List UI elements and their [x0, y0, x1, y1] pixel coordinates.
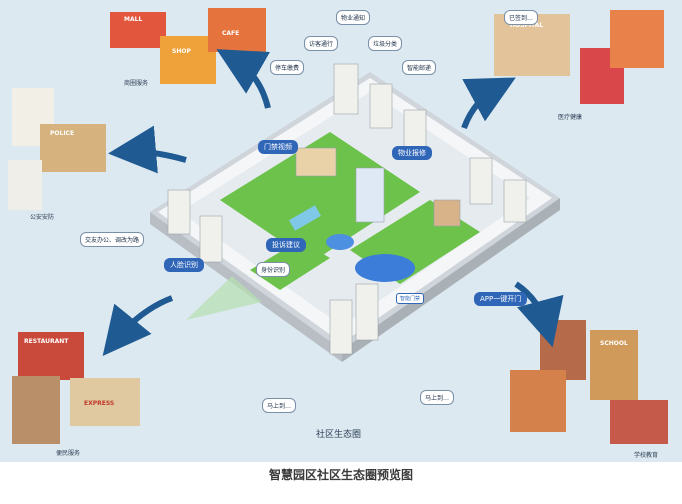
label-app-unlock: APP一键开门	[474, 292, 528, 306]
service-label-security: 公安安防	[30, 214, 55, 221]
face-scan-beam	[186, 276, 262, 320]
sign-hospital: HOSPITAL	[510, 22, 544, 29]
community-platform	[150, 72, 560, 362]
feature-visitor-pass: 访客通行	[304, 36, 339, 51]
service-label-commerce: 商圈服务	[124, 80, 149, 87]
commerce-cluster	[110, 8, 266, 84]
bubble-face-person: 身份识别	[256, 262, 291, 277]
service-label-education: 学校教育	[634, 452, 659, 459]
bubble-car-person: 马上到…	[420, 390, 455, 405]
sign-police: POLICE	[50, 130, 75, 137]
feature-property-notice: 物业通知	[336, 10, 371, 25]
bubble-security-person: 交友办公、调改为路	[80, 232, 145, 247]
sign-mall: MALL	[124, 16, 143, 23]
label-complaint: 投诉建议	[266, 238, 306, 252]
education-cluster	[510, 320, 668, 444]
sign-restaurant: RESTAURANT	[24, 338, 69, 345]
security-cluster	[8, 88, 106, 210]
feature-parking-pay: 停车缴费	[270, 60, 305, 75]
feature-smart-post: 智能邮递	[402, 60, 437, 75]
feature-garbage: 垃圾分类	[368, 36, 403, 51]
sign-shop: SHOP	[172, 48, 191, 55]
community-ecosystem-diagram: MALL SHOP CAFE HOSPITAL POLICE RESTAURAN…	[0, 0, 682, 462]
diagram-canvas	[8, 8, 668, 444]
service-label-medical: 医疗健康	[558, 114, 583, 121]
convenience-cluster	[12, 332, 140, 444]
bubble-delivery: 马上到…	[262, 398, 297, 413]
sign-cafe: CAFE	[222, 30, 240, 37]
label-property-repair: 物业报修	[392, 146, 432, 160]
center-label: 社区生态圈	[316, 430, 362, 440]
figure-caption: 智慧园区社区生态圈预览图	[268, 468, 413, 482]
platform-buildings	[167, 63, 527, 355]
bubble-hospital-person: 已签到…	[504, 10, 539, 25]
label-face-recognition: 人脸识别	[164, 258, 204, 272]
label-access-control: 门禁视频	[258, 140, 298, 154]
sign-express: EXPRESS	[84, 400, 115, 407]
flow-arrows	[102, 49, 564, 356]
label-smart-door: 智能门禁	[396, 293, 425, 304]
sign-school: SCHOOL	[600, 340, 628, 347]
service-label-convenience: 便民服务	[56, 450, 81, 457]
